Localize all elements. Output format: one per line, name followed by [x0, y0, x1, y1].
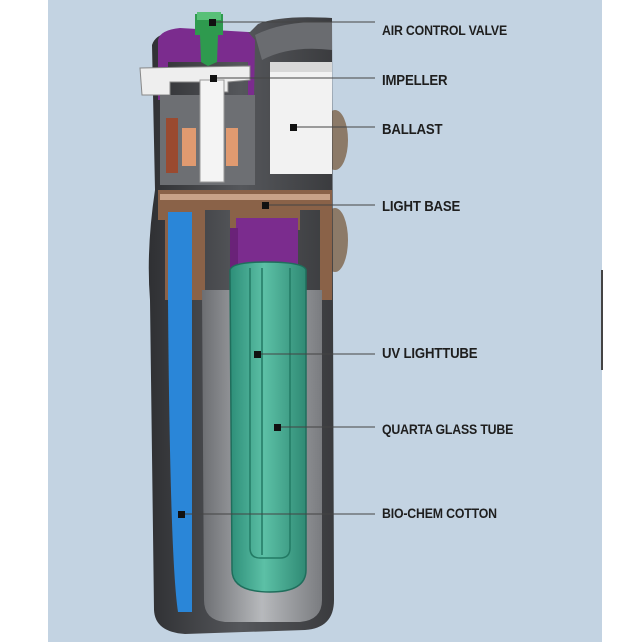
- label-impeller: IMPELLER: [382, 72, 448, 89]
- top-hood: [255, 21, 332, 60]
- bio-chem-cotton: [168, 212, 192, 612]
- label-uv-lighttube: UV LIGHTTUBE: [382, 345, 478, 362]
- label-quarta-glass-tube: QUARTA GLASS TUBE: [382, 421, 514, 437]
- label-light-base: LIGHT BASE: [382, 198, 461, 215]
- ballast: [270, 62, 332, 174]
- label-air-control-valve: AIR CONTROL VALVE: [382, 22, 508, 38]
- purple-cap: [158, 28, 255, 100]
- impeller-shaft: [199, 79, 225, 183]
- label-ballast: BALLAST: [382, 121, 443, 138]
- air-control-valve: [195, 14, 223, 66]
- leader-lines: [181, 21, 375, 515]
- copper-coil: [182, 128, 196, 166]
- marker-dots: [178, 19, 297, 518]
- divider-line: [601, 270, 603, 370]
- label-bio-chem-cotton: BIO-CHEM COTTON: [382, 505, 497, 521]
- copper-coil-left: [166, 118, 178, 173]
- uv-lighttube: [249, 268, 291, 559]
- quartz-glass-tube: [229, 261, 307, 593]
- brown-base-layer: [158, 190, 332, 300]
